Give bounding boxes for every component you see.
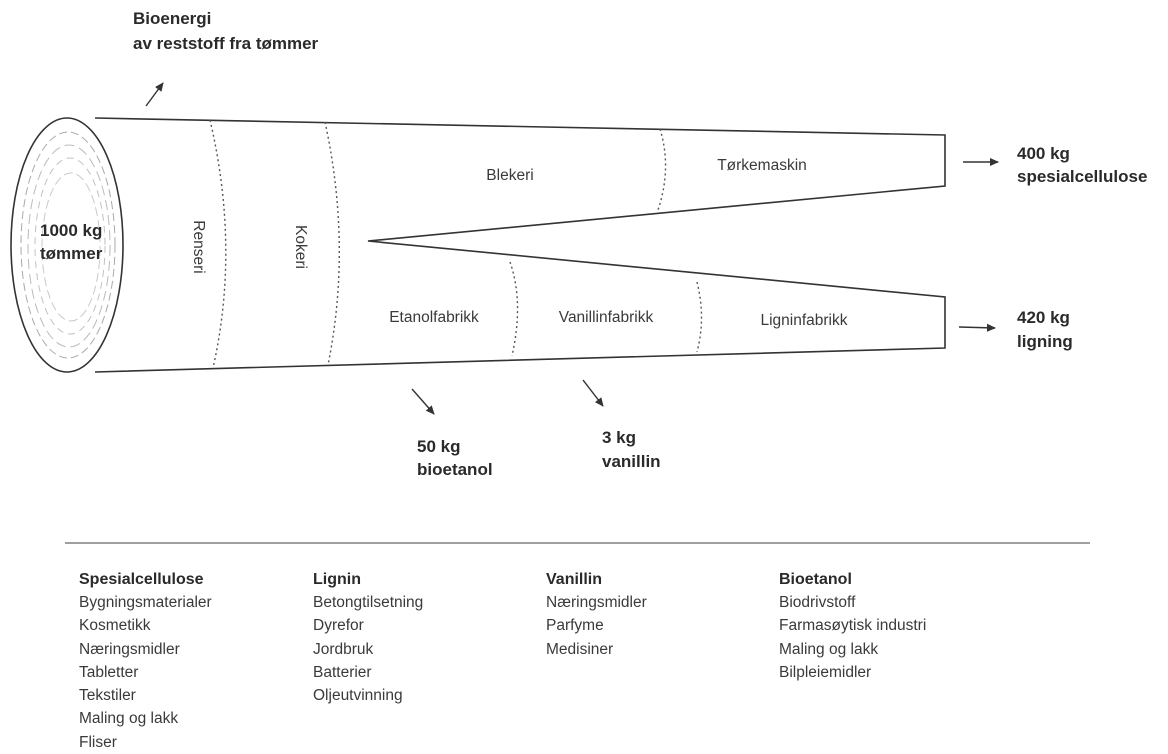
legend-item: Farmasøytisk industri (779, 617, 927, 635)
arrow-bioetanol (411, 388, 435, 415)
arrow-lignin (958, 323, 996, 332)
legend-item: Maling og lakk (79, 710, 179, 728)
legend-title: Vanillin (546, 571, 603, 588)
legend-column-vanillin: Vanillin Næringsmidler Parfyme Medisiner (546, 568, 746, 661)
legend-item: Batterier (313, 663, 372, 681)
legend-item: Fliser (79, 733, 117, 751)
stage-renseri: Renseri (190, 220, 207, 273)
legend-item: Næringsmidler (546, 594, 647, 611)
legend-item: Betongtilsetning (313, 594, 424, 611)
legend-item: Bygningsmaterialer (79, 594, 212, 611)
output-lignin: 420 kg ligning (1017, 308, 1075, 351)
legend-title: Bioetanol (779, 571, 852, 588)
funnel-outline (94, 117, 946, 373)
stage-etanolfabrikk: Etanolfabrikk (389, 309, 479, 326)
output-cellulose: 400 kg spesialcellulose (1017, 144, 1147, 186)
output-bioetanol: 50 kg bioetanol (417, 437, 493, 479)
legend-item: Jordbruk (313, 640, 374, 658)
legend-column-bioetanol: Bioetanol Biodrivstoff Farmasøytisk indu… (779, 568, 1019, 684)
legend-item: Medisiner (546, 640, 614, 658)
legend-item: Biodrivstoff (779, 594, 856, 611)
stage-blekeri: Blekeri (486, 167, 533, 184)
legend-item: Næringsmidler (79, 640, 180, 658)
stage-separators (209, 119, 703, 369)
legend-item: Dyrefor (313, 617, 364, 635)
legend-item: Bilpleiemidler (779, 663, 872, 681)
source-label: 1000 kg tømmer (40, 221, 107, 263)
stage-kokeri: Kokeri (292, 225, 309, 269)
arrow-vanillin (582, 379, 604, 407)
stage-ligninfabrikk: Ligninfabrikk (760, 312, 847, 329)
legend-item: Maling og lakk (779, 640, 879, 658)
log-end-icon (10, 117, 124, 373)
legend-column-lignin: Lignin Betongtilsetning Dyrefor Jordbruk… (313, 568, 513, 707)
arrow-bioenergy (145, 82, 164, 107)
legend-title: Lignin (313, 571, 361, 588)
output-vanillin: 3 kg vanillin (602, 428, 661, 471)
stage-vanillinfabrikk: Vanillinfabrikk (559, 309, 654, 326)
bioenergy-label: Bioenergi av reststoff fra tømmer (133, 9, 319, 53)
flow-arrows (145, 82, 999, 415)
legend-item: Tekstiler (79, 687, 136, 705)
legend-item: Kosmetikk (79, 617, 151, 635)
legend-column-spesialcellulose: Spesialcellulose Bygningsmaterialer Kosm… (79, 568, 279, 754)
legend-item: Tabletter (79, 663, 139, 681)
stage-torkemaskin: Tørkemaskin (717, 157, 807, 174)
legend-item: Parfyme (546, 617, 604, 635)
legend-item: Oljeutvinning (313, 687, 403, 705)
legend-title: Spesialcellulose (79, 571, 204, 588)
